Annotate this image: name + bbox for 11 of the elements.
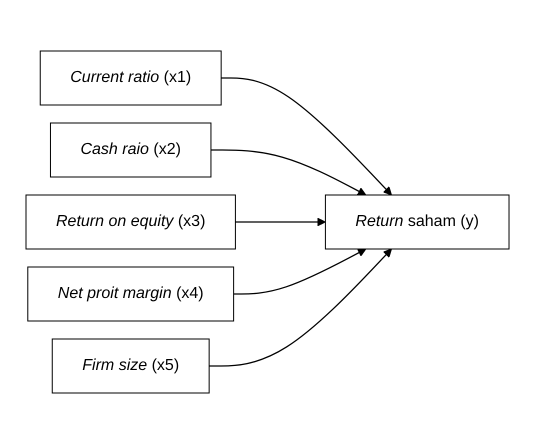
arrow [222,76,392,195]
arrow [236,217,326,226]
node-box: Cash raio (x2) [50,122,212,177]
node-box: Return saham (y) [325,194,510,249]
node-box: Current ratio (x1) [40,50,222,105]
node-box: Firm size (x5) [52,338,210,393]
node-box: Return on equity (x3) [26,194,236,249]
arrow [211,148,367,195]
node-box: Net proit margin (x4) [28,266,235,321]
arrow [234,248,367,294]
arrow [210,248,392,366]
